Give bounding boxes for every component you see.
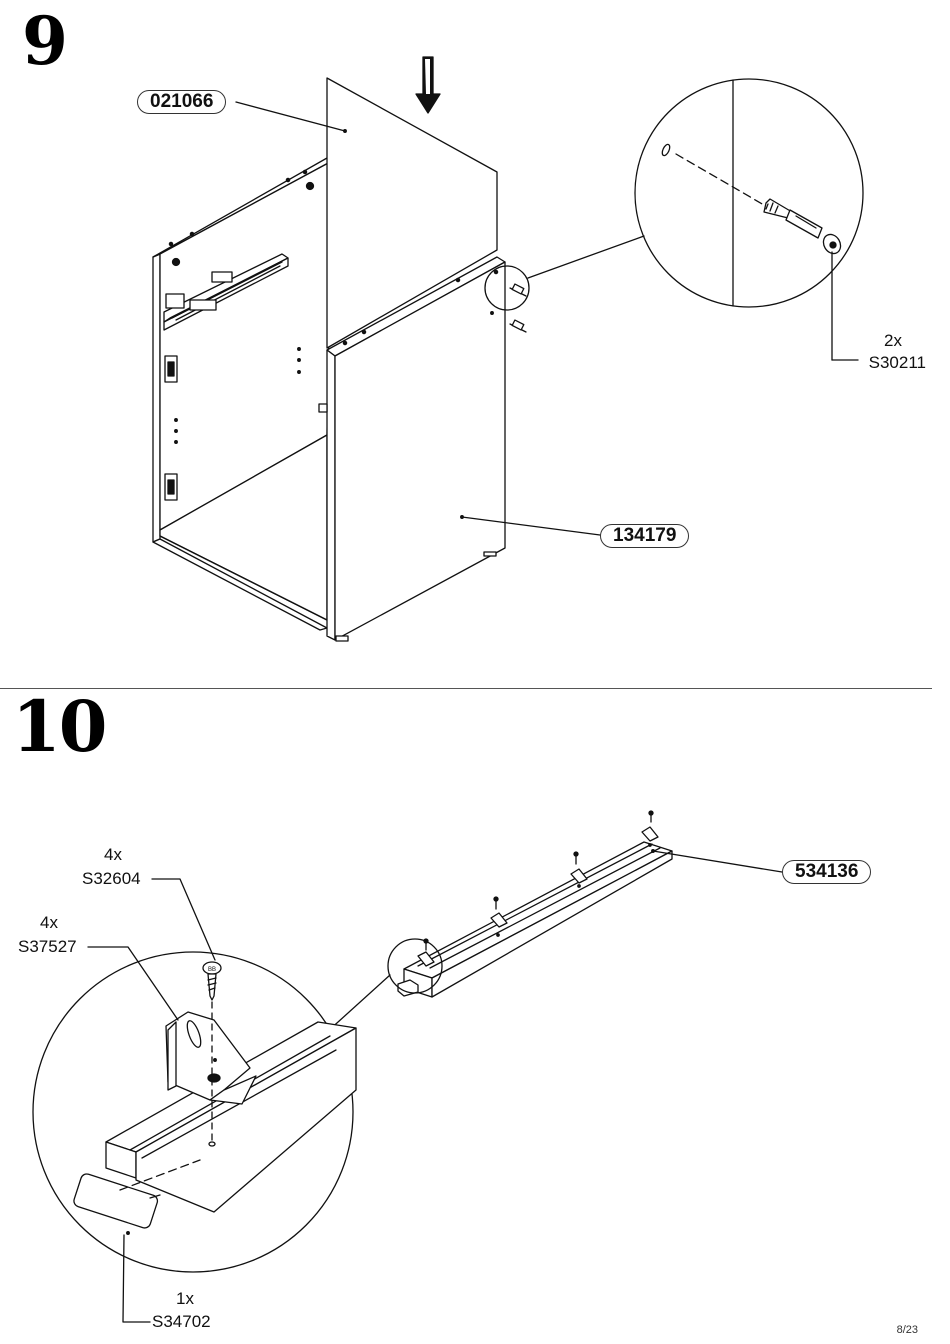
svg-text:BB: BB: [208, 967, 216, 973]
fitting-qty: 4x: [104, 845, 122, 864]
insert-direction-arrow-icon: [415, 56, 441, 114]
cam-pin-icon: [509, 283, 527, 333]
step-divider: [0, 688, 932, 689]
fitting-qty: 2x: [884, 331, 902, 350]
step-9-number: 9: [22, 2, 68, 80]
bracket-detail: BB: [32, 951, 357, 1273]
step-10-number: 10: [12, 685, 107, 768]
back-panel-shape: [326, 77, 498, 349]
cam-bolt-detail: [634, 78, 864, 361]
fitting-code: S32604: [82, 869, 141, 888]
fitting-code: S37527: [18, 937, 77, 956]
cabinet-illustration: [152, 77, 645, 642]
rail-illustration: [326, 810, 673, 1033]
fitting-code: S30211: [868, 353, 926, 372]
fitting-code: S34702: [152, 1312, 211, 1331]
part-label-side-panel: 134179: [600, 524, 690, 548]
fitting-qty: 4x: [40, 913, 58, 932]
part-label-rail: 534136: [782, 860, 872, 884]
side-panel-shape: [334, 261, 506, 641]
fitting-qty: 1x: [176, 1289, 194, 1308]
part-label-back-panel: 021066: [137, 90, 227, 114]
page-number: 8/23: [896, 1324, 918, 1336]
